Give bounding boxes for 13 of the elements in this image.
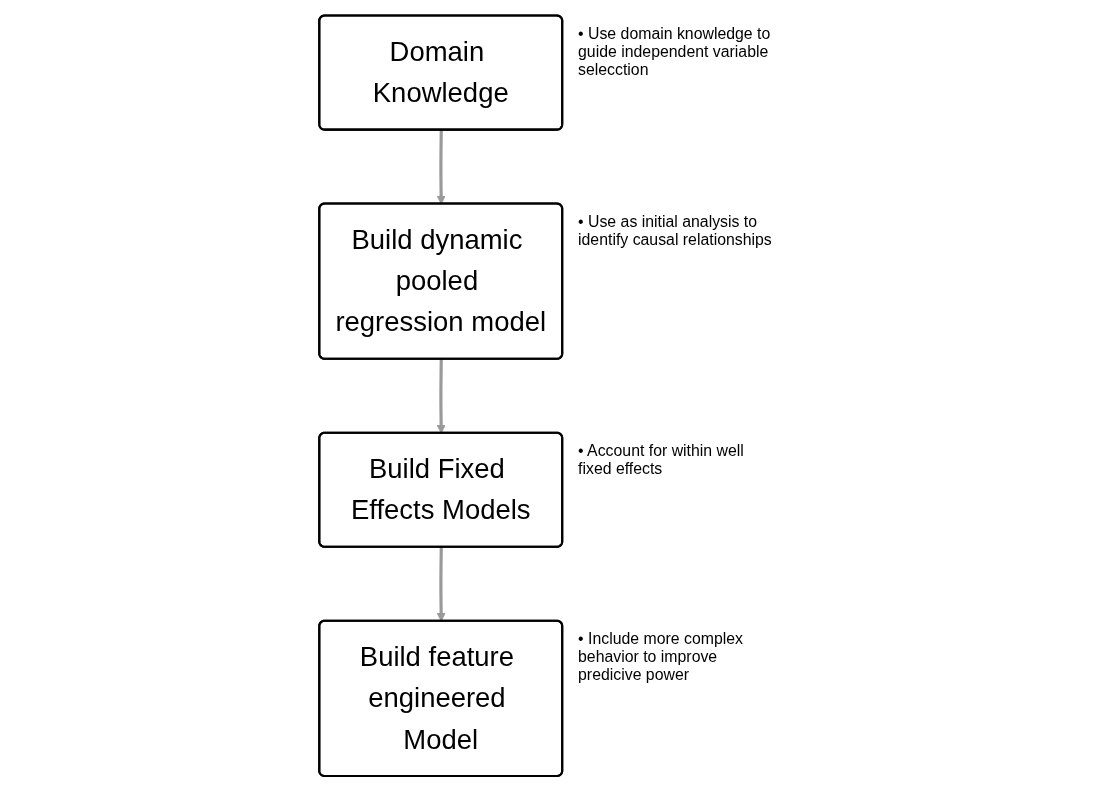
bullet-note: • Account for within well fixed effects (578, 440, 745, 477)
step-title: Build dynamic pooled regression model (335, 222, 547, 340)
step-box (318, 202, 564, 360)
bullet-note: • Use domain knowledge to guide independent variable selecction (578, 23, 772, 78)
step-box (318, 14, 564, 131)
step-title: Build Fixed Effects Models (349, 451, 532, 528)
step-box (318, 619, 564, 777)
step-title: Build feature engineered Model (358, 639, 515, 757)
bullet-note: • Include more complex behavior to improve predicive power (578, 628, 744, 683)
bullet-note: • Use as initial analysis to identify causal relationships (578, 211, 773, 248)
step-title: Domain Knowledge (371, 34, 510, 110)
step-box (318, 431, 564, 548)
arrow (436, 129, 446, 204)
